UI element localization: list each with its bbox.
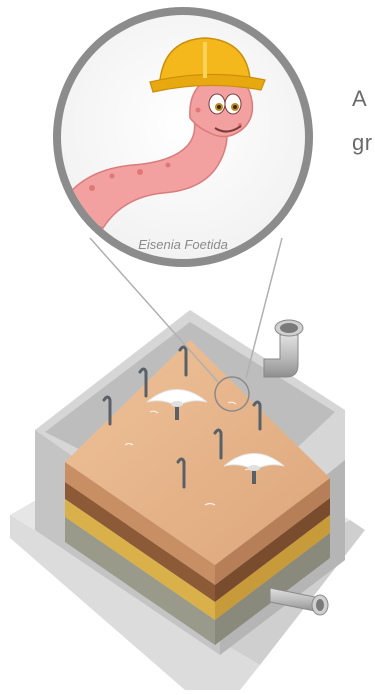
- side-text-line-2: gr: [352, 130, 373, 156]
- magnifier-lens: [53, 7, 313, 267]
- species-caption: Eisenia Foetida: [118, 237, 248, 252]
- pipe-inlet-icon: [264, 320, 303, 377]
- side-text-line-1: A: [352, 86, 367, 112]
